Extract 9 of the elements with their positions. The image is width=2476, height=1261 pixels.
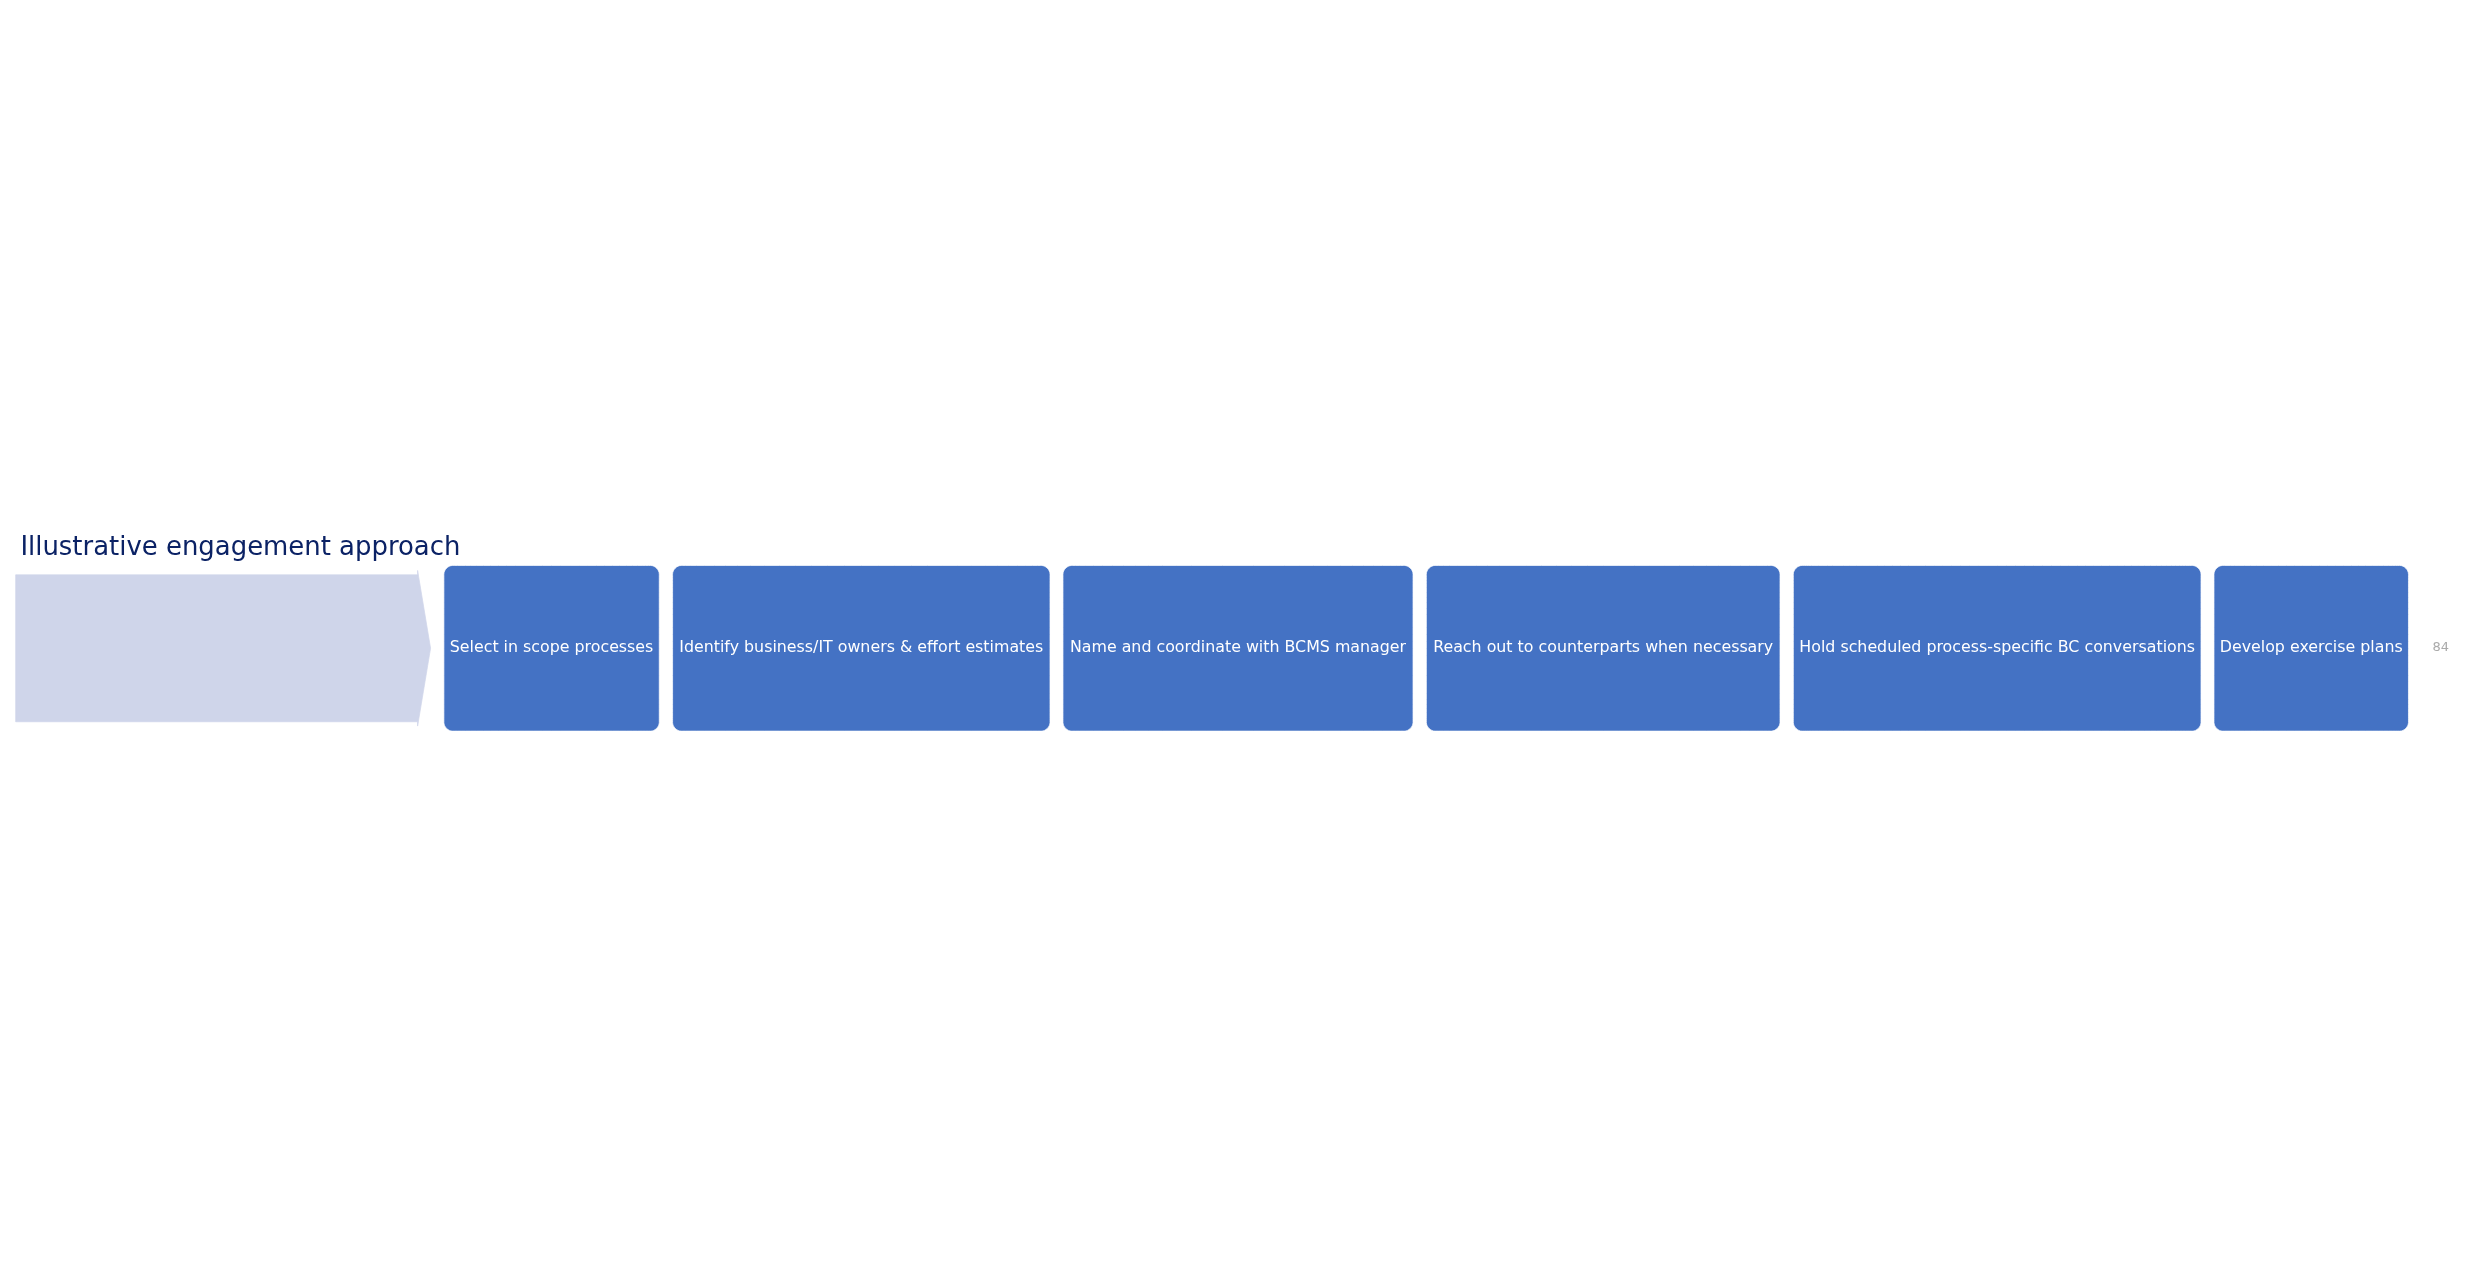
node-box: Identify business/IT owners & effort estimates: [672, 564, 1051, 731]
node-box: Hold scheduled process-specific BC conversations: [1793, 564, 2202, 731]
label: 84: [2432, 638, 2450, 654]
node-box: Select in scope processes: [443, 564, 660, 731]
node-box: Name and coordinate with BCMS manager: [1062, 564, 1414, 731]
node-box: Reach out to counterparts when necessary: [1426, 564, 1781, 731]
diagram-title: Illustrative engagement approach: [20, 530, 461, 561]
node-box: Develop exercise plans: [2213, 564, 2409, 731]
node-arrow: [15, 569, 431, 726]
